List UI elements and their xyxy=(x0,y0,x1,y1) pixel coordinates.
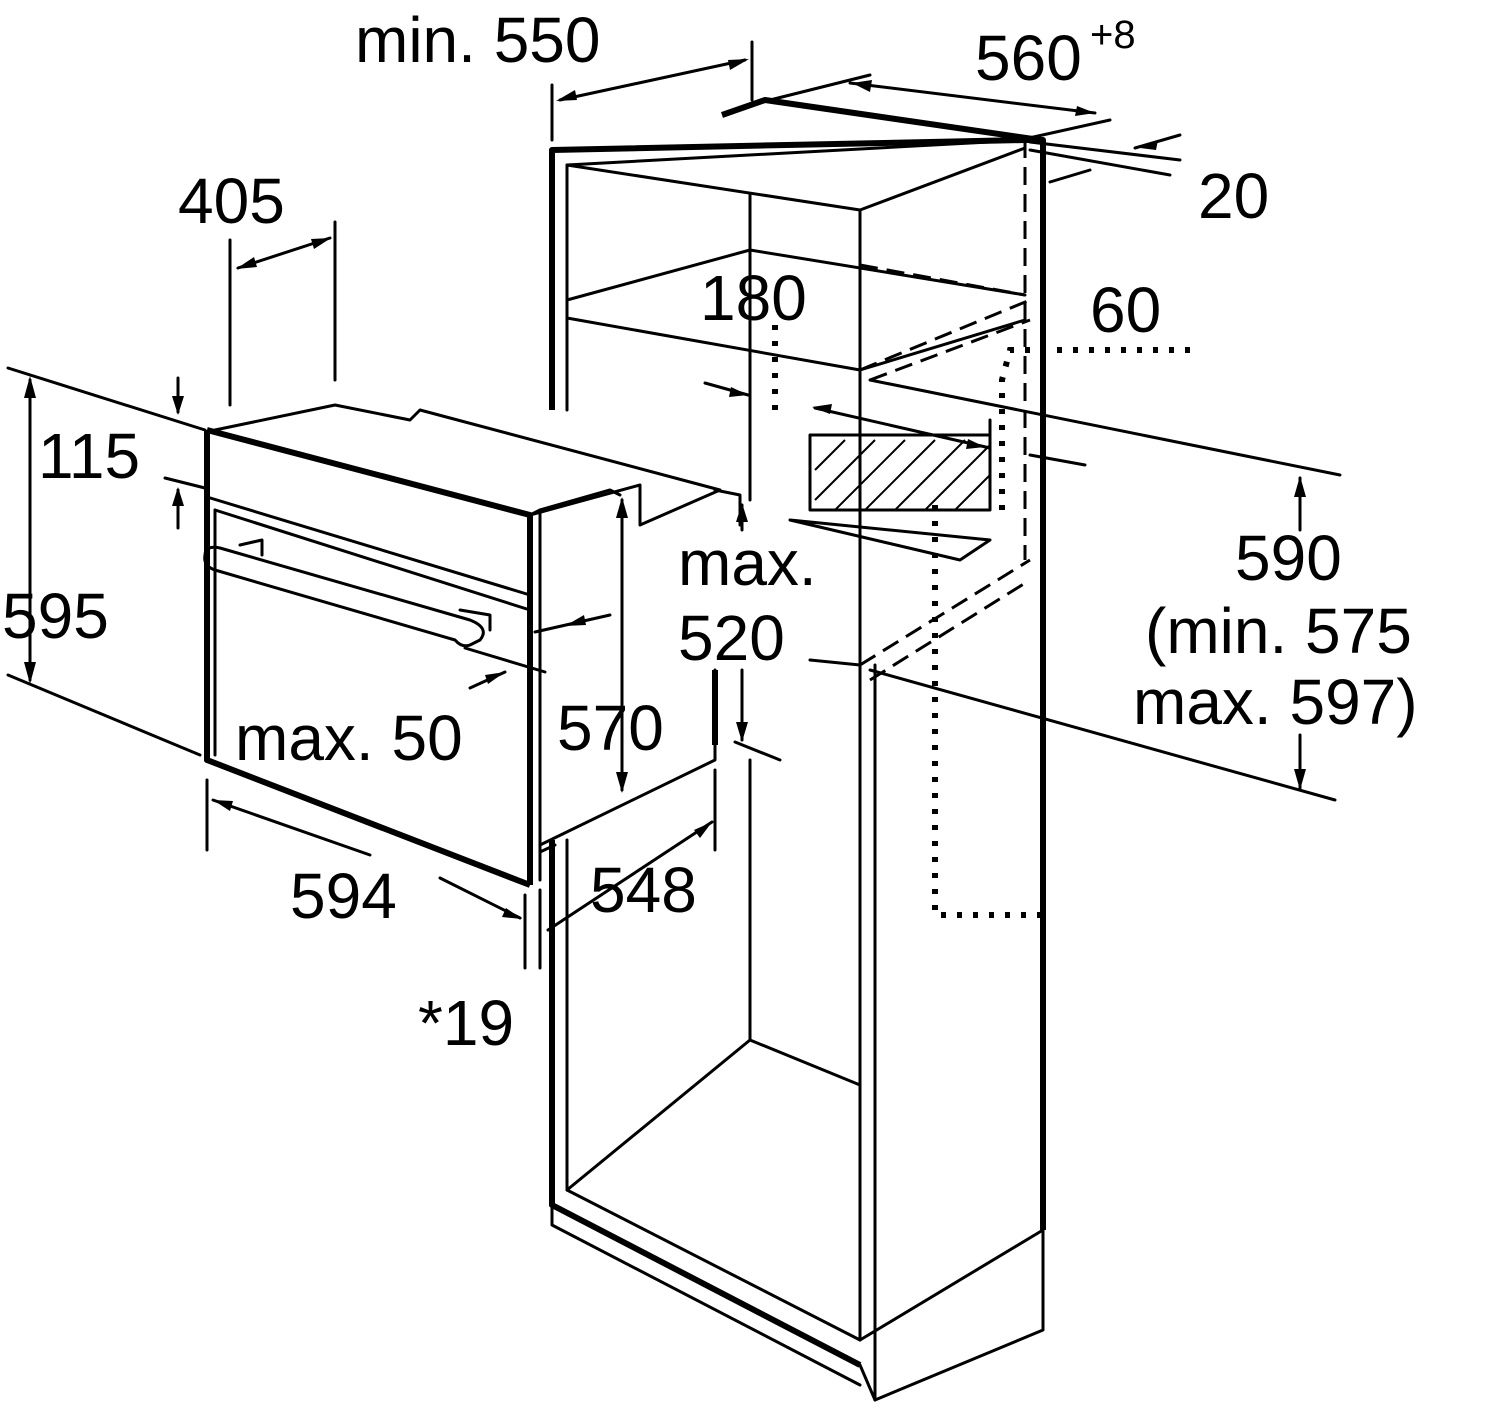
oven-front-outline xyxy=(204,430,532,888)
label-niche-height-min: (min. 575 xyxy=(1145,595,1412,667)
label-rear-gap: 20 xyxy=(1198,160,1269,232)
hidden-edge-3 xyxy=(869,318,1031,382)
label-cabinet-depth: min. 550 xyxy=(355,4,600,76)
oven-top-surface xyxy=(213,403,722,527)
hidden-edge-1 xyxy=(859,263,1026,297)
label-top-gap: 180 xyxy=(700,262,807,334)
dimension-lines xyxy=(6,40,1306,970)
niche-bottom-stub xyxy=(808,658,862,667)
label-oven-depth: 405 xyxy=(178,165,285,237)
label-niche-height-max: max. 597) xyxy=(1133,666,1418,738)
lower-floor xyxy=(565,1038,752,1192)
label-body-height: 570 xyxy=(557,692,664,764)
oven-body-top xyxy=(538,488,622,512)
handle-mount-right xyxy=(458,608,492,632)
label-max-depth: max. xyxy=(678,527,817,599)
label-max-depth-value: 520 xyxy=(678,602,785,674)
dimension-labels: min. 550 560 +8 20 405 180 60 115 max. 5… xyxy=(2,4,1418,1059)
door-handle xyxy=(203,545,485,648)
oven-foot xyxy=(538,843,557,854)
label-body-width: 548 xyxy=(590,854,697,926)
cabinet-inner-frame xyxy=(565,163,862,667)
niche-top-line xyxy=(868,378,1342,477)
oven-rear-top xyxy=(713,488,742,527)
label-vent-gap: 60 xyxy=(1090,274,1161,346)
label-oven-height: 595 xyxy=(2,580,109,652)
label-door-top-height: 115 xyxy=(38,420,140,492)
label-oven-width: 594 xyxy=(290,860,397,932)
door-top-line xyxy=(213,508,532,612)
airflow-right xyxy=(999,347,1190,520)
control-panel-line xyxy=(205,495,532,597)
label-front-panel: *19 xyxy=(418,987,514,1059)
label-niche-width-tolerance: +8 xyxy=(1090,13,1136,57)
label-front-overhang: max. 50 xyxy=(235,702,463,774)
oven xyxy=(203,403,742,888)
niche-bottom-line xyxy=(868,668,1337,802)
hidden-edge-5 xyxy=(869,578,1031,682)
base-edge xyxy=(550,1203,862,1387)
label-niche-width: 560 xyxy=(975,22,1082,94)
cabinet-top-right xyxy=(858,146,1027,212)
vent-hatching xyxy=(814,439,991,511)
airflow-bottom xyxy=(932,505,1050,918)
hidden-edge-2 xyxy=(859,298,1031,372)
lower-back xyxy=(748,758,862,1087)
vent-shelf xyxy=(788,518,992,562)
oven-front-top xyxy=(206,427,533,885)
plinth xyxy=(858,1228,1045,1402)
cabinet xyxy=(549,97,1342,1402)
vent-block xyxy=(808,433,992,512)
hidden-edge-4 xyxy=(859,558,1031,667)
handle-mount-left xyxy=(238,538,264,557)
label-niche-height: 590 xyxy=(1235,522,1342,594)
cabinet-top-back xyxy=(565,138,1027,167)
top-board xyxy=(721,97,1041,143)
